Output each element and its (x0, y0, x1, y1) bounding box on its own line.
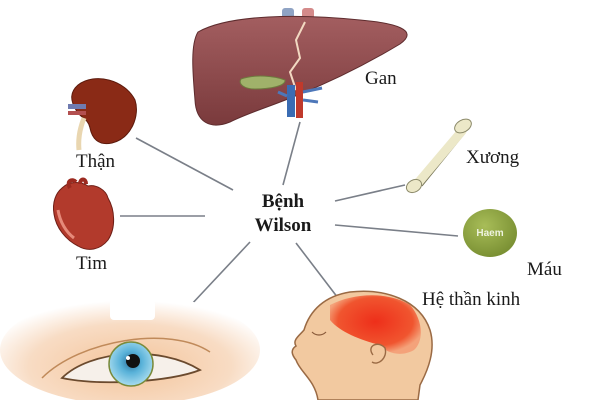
label-bone: Xương (466, 147, 520, 168)
connector-nervous (295, 242, 339, 299)
central-topic-line2: Wilson (254, 215, 312, 236)
liver-icon (192, 8, 408, 126)
bone-icon (405, 118, 472, 194)
central-topic-line1: Bệnh (261, 191, 305, 212)
connector-lines (120, 121, 459, 323)
label-heart: Tim (76, 253, 107, 274)
eye-icon (0, 295, 260, 400)
label-liver: Gan (365, 68, 397, 89)
label-blood: Máu (527, 259, 562, 280)
haem-label: Haem (476, 228, 504, 239)
haem-circle-icon (463, 209, 517, 257)
connector-liver (282, 121, 301, 186)
kidney-icon (68, 78, 137, 151)
connector-bone (334, 184, 406, 202)
head-brain-icon (291, 290, 433, 400)
label-kidney: Thận (76, 151, 116, 172)
connector-kidney (135, 137, 234, 191)
label-nervous-system: Hệ thần kinh (422, 289, 521, 310)
heart-icon (53, 177, 115, 250)
central-topic: Bệnh Wilson (228, 190, 338, 238)
connector-blood (334, 224, 459, 237)
